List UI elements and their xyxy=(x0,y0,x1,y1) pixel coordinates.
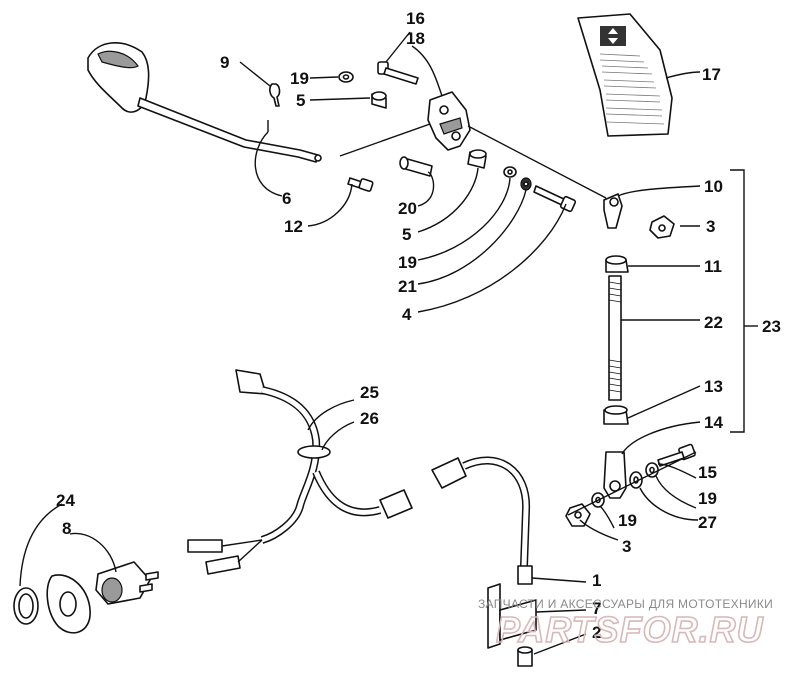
cotter-pin xyxy=(269,83,281,107)
callout-19b: 19 xyxy=(398,253,417,272)
callout-26: 26 xyxy=(360,409,379,428)
callout-19d: 19 xyxy=(618,511,637,530)
callout-13: 13 xyxy=(704,377,723,396)
washer-19-lower xyxy=(503,166,517,178)
callout-21: 21 xyxy=(398,277,417,296)
bolt-16 xyxy=(377,61,419,85)
nut-3-upper xyxy=(649,215,675,239)
washer-19-right xyxy=(645,462,659,478)
callout-19c: 19 xyxy=(698,489,717,508)
callout-8: 8 xyxy=(62,519,71,538)
callout-6: 6 xyxy=(282,189,291,208)
tether-switch xyxy=(431,456,537,667)
threaded-rod-22 xyxy=(608,275,622,401)
nut-3-lower xyxy=(565,503,591,527)
callout-7: 7 xyxy=(592,599,601,618)
nut-13 xyxy=(603,405,629,425)
spacer-5-upper xyxy=(371,91,387,109)
callout-22: 22 xyxy=(704,313,723,332)
ignition-switch xyxy=(13,561,159,634)
nut-11 xyxy=(605,255,629,273)
callout-numbers: 16 18 9 19 5 17 6 12 20 5 19 21 4 10 3 1… xyxy=(56,9,781,642)
callout-11: 11 xyxy=(704,257,722,276)
callout-1: 1 xyxy=(592,571,601,590)
callout-17: 17 xyxy=(702,65,721,84)
washer-21 xyxy=(520,177,532,191)
callout-24: 24 xyxy=(56,491,75,510)
callout-20: 20 xyxy=(398,199,417,218)
spacer-5-lower xyxy=(467,149,487,169)
callout-3: 3 xyxy=(706,217,715,236)
callout-10: 10 xyxy=(704,177,723,196)
watermark: ЗАПЧАСТИ И АКСЕССУАРЫ ДЛЯ МОТОТЕХНИКИ PA… xyxy=(478,597,773,651)
callout-9: 9 xyxy=(220,53,229,72)
callout-18: 18 xyxy=(406,29,425,48)
rod-end-10 xyxy=(603,193,623,229)
leader-lines xyxy=(19,31,758,655)
rod-end-14 xyxy=(603,451,627,499)
wiring-harness xyxy=(187,369,413,575)
callout-3b: 3 xyxy=(622,537,631,556)
callout-2: 2 xyxy=(592,623,601,642)
callout-25: 25 xyxy=(360,383,379,402)
callout-14: 14 xyxy=(704,413,723,432)
callout-23: 23 xyxy=(762,317,781,336)
callout-19: 19 xyxy=(290,69,309,88)
callout-12: 12 xyxy=(284,217,303,236)
bolt-4 xyxy=(533,185,577,213)
callout-5b: 5 xyxy=(402,225,411,244)
warning-decal xyxy=(577,13,673,137)
bolt-12 xyxy=(347,177,374,192)
watermark-logo: PARTSFOR.RU xyxy=(496,609,764,650)
watermark-caption: ЗАПЧАСТИ И АКСЕССУАРЫ ДЛЯ МОТОТЕХНИКИ xyxy=(478,597,773,611)
callout-5: 5 xyxy=(296,91,305,110)
pivot-bracket xyxy=(427,91,471,151)
callout-4: 4 xyxy=(402,305,412,324)
reverse-lever xyxy=(87,42,322,163)
callout-16: 16 xyxy=(406,9,425,28)
callout-15: 15 xyxy=(698,463,717,482)
spacer-20 xyxy=(399,156,433,177)
callout-27: 27 xyxy=(698,513,717,532)
washer-19-upper xyxy=(338,71,354,83)
